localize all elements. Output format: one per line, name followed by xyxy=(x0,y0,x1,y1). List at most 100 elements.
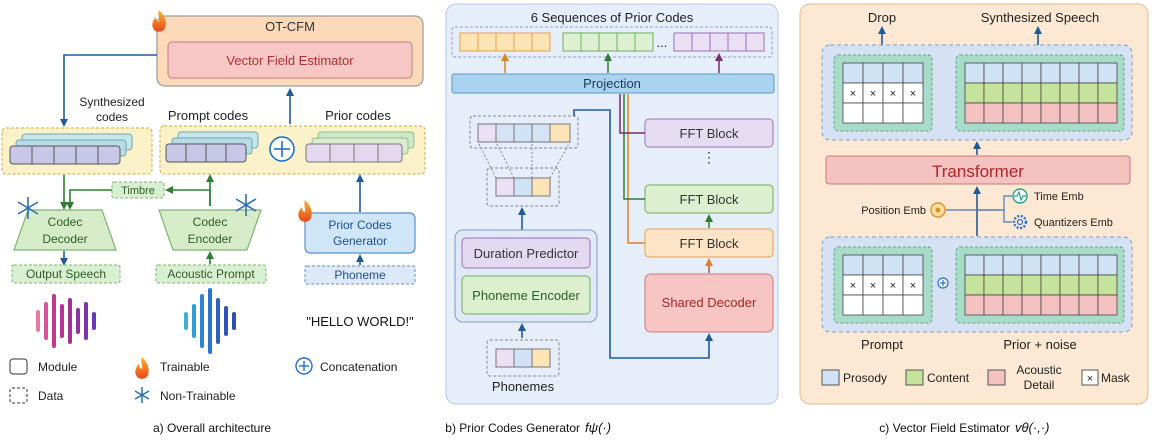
seq-orange-codes xyxy=(459,32,551,52)
legend-content-label: Content xyxy=(927,371,970,385)
panel-b: 6 Sequences of Prior Codes ... Projectio… xyxy=(445,3,779,435)
shared-decoder-label: Shared Decoder xyxy=(662,295,757,310)
legend-prosody-label: Prosody xyxy=(843,371,887,385)
grid-cell xyxy=(1002,62,1023,84)
vector-field-estimator-label: Vector Field Estimator xyxy=(226,53,354,68)
mask-mark: × xyxy=(850,280,856,292)
grid-cell xyxy=(1097,82,1118,104)
mask-mark: × xyxy=(870,280,876,292)
seq-purple-codes xyxy=(673,32,765,52)
codec-decoder-label-2: Decoder xyxy=(42,232,87,246)
grid-cell xyxy=(983,294,1004,316)
acoustic-prompt-data-box xyxy=(155,264,267,284)
grid-cell xyxy=(902,102,924,124)
phoneme-encoder-label: Phoneme Encoder xyxy=(472,288,580,303)
grid-cell xyxy=(1002,254,1023,276)
caption-a: a) Overall architecture xyxy=(153,421,271,435)
synth-codes-label-1: Synthesized xyxy=(79,95,144,109)
grid-cell xyxy=(1059,102,1080,124)
grid-cell xyxy=(1021,274,1042,296)
grid-cell xyxy=(1021,254,1042,276)
grid-cell xyxy=(964,294,985,316)
grid-cell xyxy=(1002,82,1023,104)
vector-field-estimator-box xyxy=(167,41,413,79)
prior-codes-label: Prior codes xyxy=(325,108,391,123)
encoder-to-timbre-arrow xyxy=(165,186,211,206)
input-concat-icon xyxy=(937,277,949,289)
grid-cell xyxy=(882,102,904,124)
grid-cell xyxy=(862,102,884,124)
grid-cell xyxy=(882,254,904,276)
phoneme-hidden-codes xyxy=(495,177,551,197)
fft-block-1-label: FFT Block xyxy=(680,236,739,251)
grid-cell xyxy=(1078,254,1099,276)
legend-non-trainable-label: Non-Trainable xyxy=(160,389,236,403)
grid-cell xyxy=(1040,254,1061,276)
phonemes-codes xyxy=(495,348,551,368)
position-emb-label: Position Emb xyxy=(861,205,926,217)
seq-title: 6 Sequences of Prior Codes xyxy=(531,10,694,25)
panel-c: Drop Synthesized Speech ×××× Transformer… xyxy=(799,3,1149,435)
grid-cell xyxy=(1040,62,1061,84)
projection-label: Projection xyxy=(583,76,641,91)
panel-a: OT-CFM Vector Field Estimator Synthesize… xyxy=(1,10,426,435)
legend-mask-swatch xyxy=(1081,369,1099,386)
grid-cell xyxy=(983,274,1004,296)
grid-cell xyxy=(1021,102,1042,124)
phonemes-data-box xyxy=(486,339,560,377)
grid-cell xyxy=(902,254,924,276)
grid-cell xyxy=(1002,102,1023,124)
grid-cell xyxy=(1021,82,1042,104)
output-prior-grid xyxy=(964,62,1118,124)
transformer-label: Transformer xyxy=(932,162,1024,181)
seq-green-codes xyxy=(562,32,654,52)
caption-c-math: vθ(·,·) xyxy=(1015,420,1049,435)
legend-acoustic-swatch xyxy=(987,369,1006,386)
grid-cell xyxy=(1021,62,1042,84)
timbre-to-decoder-arrow xyxy=(66,189,112,210)
seq-ellipsis: ... xyxy=(657,35,668,50)
prior-gen-label-2: Generator xyxy=(333,234,387,248)
grid-cell xyxy=(1078,274,1099,296)
transformer-module xyxy=(825,155,1131,185)
output-prompt-grid: ×××× xyxy=(842,62,924,124)
seq-data-box xyxy=(451,26,773,58)
grid-cell xyxy=(1078,102,1099,124)
grid-cell xyxy=(1002,274,1023,296)
input-prior-grid xyxy=(964,254,1118,316)
grid-cell xyxy=(1021,294,1042,316)
fft1-to-proj-line xyxy=(627,94,645,244)
grid-cell xyxy=(1040,82,1061,104)
grid-cell xyxy=(902,62,924,84)
fft-vdots: ⋮ xyxy=(702,149,716,165)
grid-cell xyxy=(964,102,985,124)
grid-cell xyxy=(1078,62,1099,84)
codec-encoder-label-1: Codec xyxy=(193,215,228,229)
mask-mark: × xyxy=(850,88,856,100)
encoder-frozen-snowflake-icon xyxy=(235,194,257,216)
mask-mark: × xyxy=(890,280,896,292)
grid-cell xyxy=(1059,254,1080,276)
expanded-codes-box xyxy=(469,115,579,149)
grid-cell xyxy=(1059,62,1080,84)
grid-cell xyxy=(1078,82,1099,104)
grid-cell xyxy=(882,294,904,316)
caption-b-math: fψ(·) xyxy=(585,420,611,435)
fft-block-2-label: FFT Block xyxy=(680,192,739,207)
legend-module-swatch xyxy=(9,358,28,375)
phoneme-hidden-box xyxy=(486,167,560,207)
prior-gen-trainable-flame-icon xyxy=(298,200,312,222)
decoder-frozen-snowflake-icon xyxy=(17,197,39,219)
legend-acoustic-label-1: Acoustic xyxy=(1016,363,1061,377)
time-emb-label: Time Emb xyxy=(1034,191,1084,203)
legend-mask-symbol: × xyxy=(1087,373,1093,385)
timbre-label: Timbre xyxy=(121,185,155,197)
legend-flame-icon xyxy=(135,357,149,379)
mask-mark: × xyxy=(910,280,916,292)
grid-cell xyxy=(964,62,985,84)
legend-concat-icon xyxy=(295,357,313,375)
codes-to-shared-decoder-arrow xyxy=(573,109,713,359)
synth-speech-label: Synthesized Speech xyxy=(981,10,1100,25)
output-waveform-icon xyxy=(36,294,96,348)
grid-cell xyxy=(983,62,1004,84)
